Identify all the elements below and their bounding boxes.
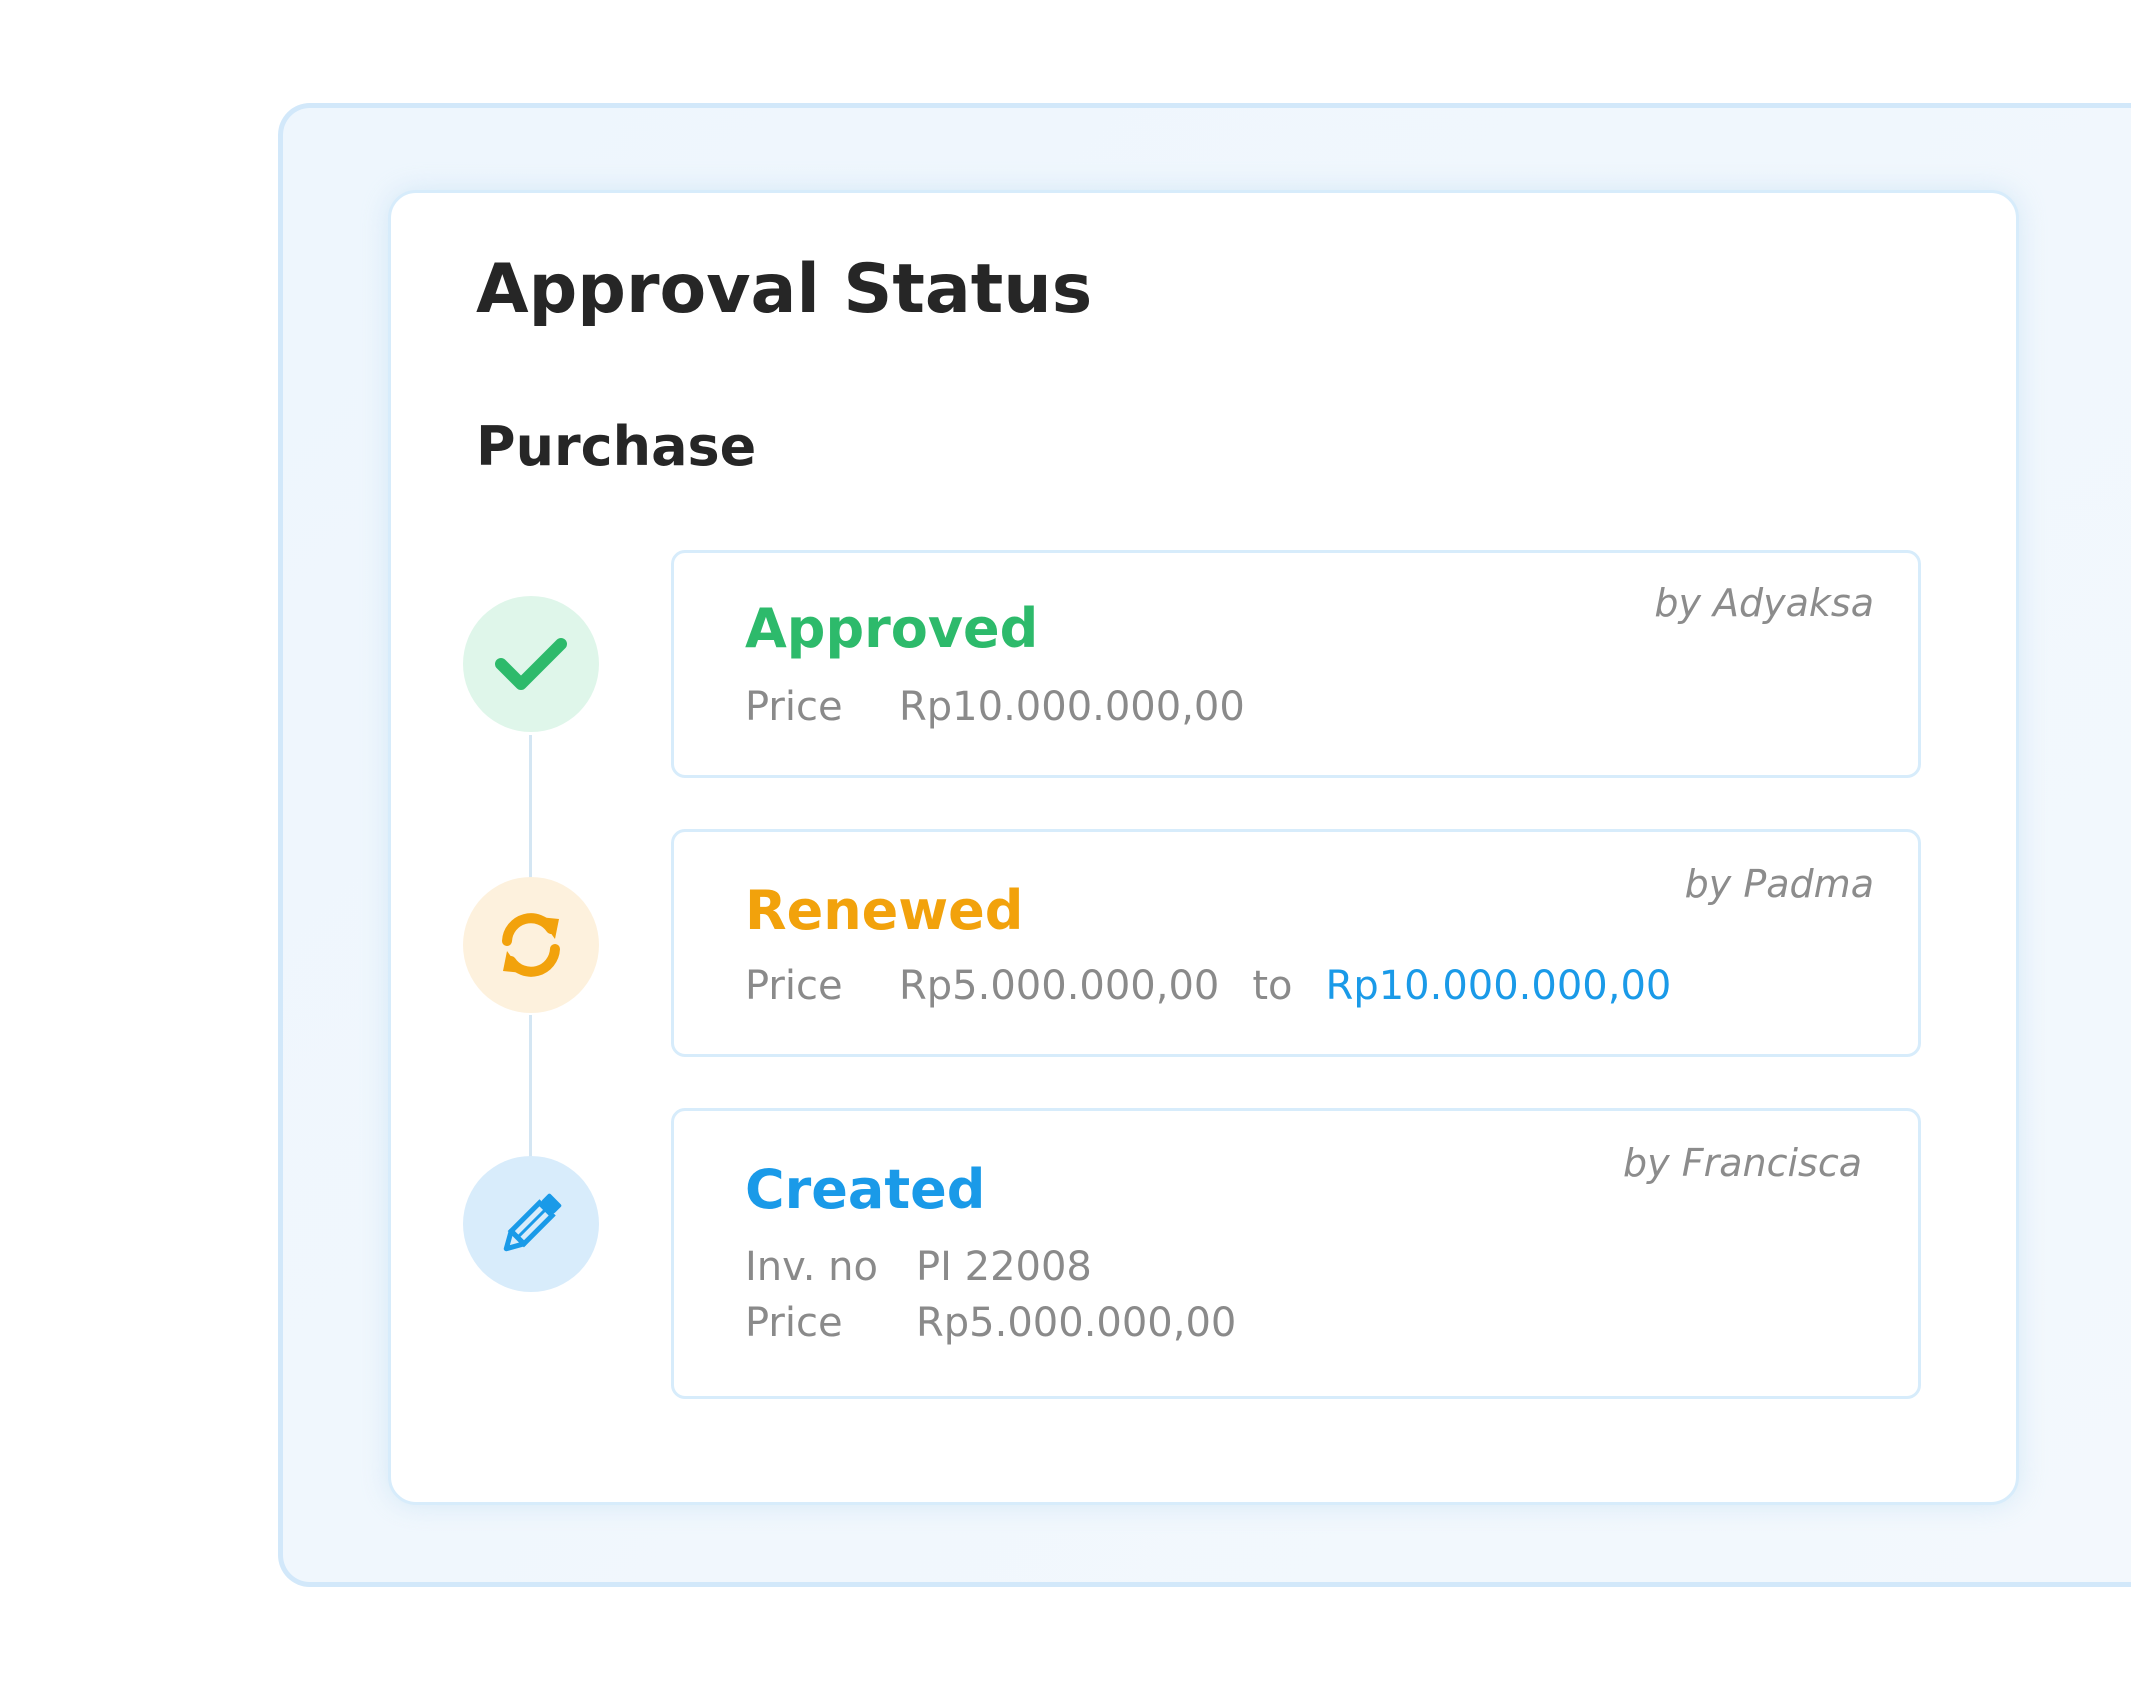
- pencil-icon: [494, 1187, 568, 1261]
- timeline-connector: [529, 735, 532, 881]
- price-label: Price: [745, 1300, 843, 1346]
- refresh-icon: [493, 907, 569, 983]
- price-value: Rp10.000.000,00: [899, 684, 1245, 730]
- price-row: Price Rp5.000.000,00 to Rp10.000.000,00: [745, 966, 1671, 1006]
- approved-status-icon-circle: [463, 596, 599, 732]
- invoice-value: PI 22008: [916, 1244, 1092, 1290]
- approver-name: by Padma: [1684, 862, 1874, 906]
- status-label-approved: Approved: [745, 597, 1039, 660]
- check-icon: [495, 636, 567, 692]
- price-label: Price: [745, 684, 843, 730]
- price-label: Price: [745, 963, 843, 1009]
- price-to-value: Rp10.000.000,00: [1325, 963, 1672, 1009]
- price-row: Price Rp5.000.000,00: [745, 1303, 1236, 1343]
- invoice-row: Inv. no PI 22008: [745, 1247, 1092, 1287]
- price-value: Rp5.000.000,00: [916, 1300, 1237, 1346]
- approval-step-card-renewed[interactable]: Renewed by Padma Price Rp5.000.000,00 to…: [671, 829, 1921, 1057]
- timeline-connector: [529, 1015, 532, 1162]
- approval-step-card-created[interactable]: Created by Francisca Inv. no PI 22008 Pr…: [671, 1108, 1921, 1399]
- price-row: Price Rp10.000.000,00: [745, 687, 1245, 727]
- creator-name: by Francisca: [1623, 1141, 1862, 1185]
- renewed-status-icon-circle: [463, 877, 599, 1013]
- approver-name: by Adyaksa: [1654, 581, 1874, 625]
- approval-step-card-approved[interactable]: Approved by Adyaksa Price Rp10.000.000,0…: [671, 550, 1921, 778]
- section-title: Purchase: [476, 415, 757, 478]
- price-from-value: Rp5.000.000,00: [899, 963, 1220, 1009]
- created-status-icon-circle: [463, 1156, 599, 1292]
- invoice-label: Inv. no: [745, 1244, 878, 1290]
- status-label-created: Created: [745, 1158, 986, 1221]
- page-title: Approval Status: [476, 250, 1093, 329]
- price-connector: to: [1252, 963, 1293, 1009]
- status-label-renewed: Renewed: [745, 879, 1024, 942]
